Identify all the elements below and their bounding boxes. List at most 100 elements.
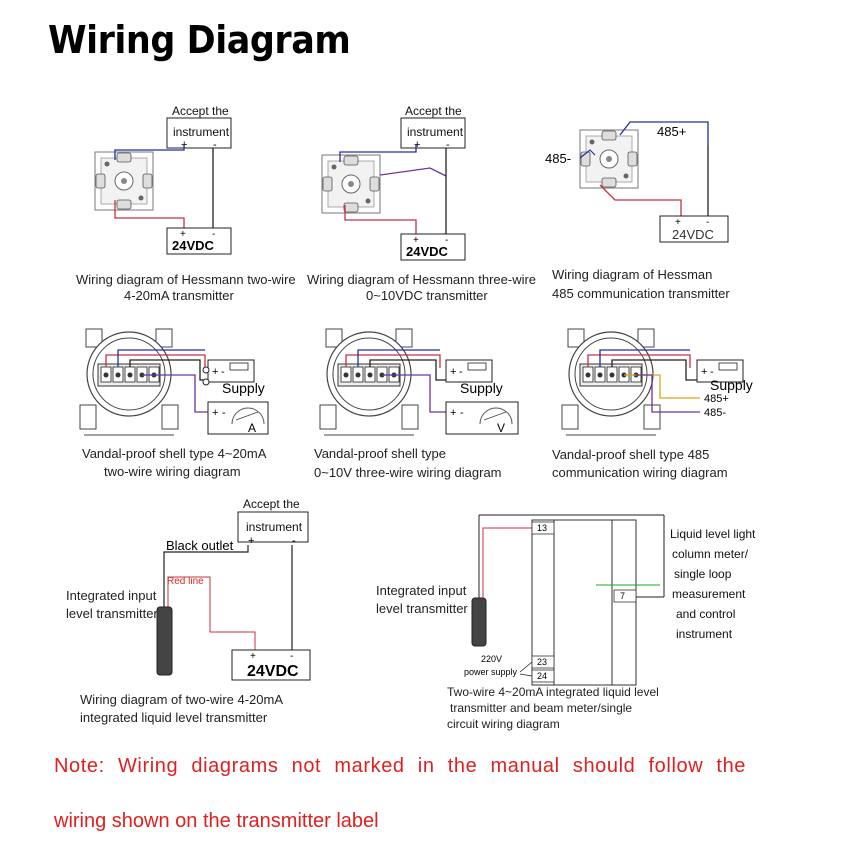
d6-caption-2: communication wiring diagram [552,465,728,480]
d1-box-label-2: instrument [173,125,230,139]
d1-supply-label: 24VDC [172,238,215,253]
d6-supply-label: Supply [710,377,753,393]
d1-caption-1: Wiring diagram of Hessmann two-wire [76,272,296,287]
d6-485m-label: 485- [704,407,726,419]
d7-device-label-1: Integrated input [66,588,157,603]
diagram-two-wire-4-20ma: Accept the instrument + - + - 24VDC Wiri… [76,104,296,303]
d8-meter-label: Liquid level light column meter/ single … [670,527,756,641]
svg-text:and control: and control [676,607,735,621]
diagram-vandal-0-10v: Supply + - V Vandal-proof shell type 0~1… [314,328,519,480]
svg-text:-: - [222,407,226,419]
d1-box-label-1: Accept the [172,104,229,118]
d1-transmitter [94,151,154,211]
d1-minus: - [213,139,217,151]
d1-supply-box [166,227,232,255]
svg-text:Liquid level light: Liquid level light [670,527,756,541]
d4-shell [79,328,179,436]
d5-caption-1: Vandal-proof shell type [314,446,446,461]
svg-text:-: - [212,229,215,240]
svg-text:measurement: measurement [672,587,746,601]
d8-terminal-13: 13 [537,523,547,533]
d3-blue-wire [619,121,709,145]
d8-power-label-2: power supply [464,667,518,677]
diagram-three-wire-0-10vdc: Accept the instrument + - + - 24VDC Wiri… [307,104,536,303]
d5-meter-label: V [497,421,505,435]
d8-meter-terminal [611,519,637,686]
d7-instrument-box [237,511,309,543]
d5-supply-box [445,359,493,383]
d8-device-label-1: Integrated input [376,583,467,598]
diagram-485-communication: 485+ 485- + - 24VDC Wiring diagram of He… [545,121,730,301]
d3-supply-label: 24VDC [672,227,714,242]
d7-supply-box [231,649,311,681]
svg-text:-: - [460,407,464,419]
d2-transmitter [321,154,381,214]
diagram-integrated-two-wire: Accept the instrument + - Black outlet R… [66,497,311,725]
d2-instrument-box [400,117,466,149]
d8-red-wire [482,527,532,598]
svg-text:+: + [212,407,218,419]
d2-caption-2: 0~10VDC transmitter [366,288,488,303]
d2-red-wire [344,205,417,234]
d7-supply-label: 24VDC [247,663,299,680]
svg-text:+: + [180,229,186,240]
d3-caption-1: Wiring diagram of Hessman [552,267,712,282]
svg-text:instrument: instrument [676,627,733,641]
svg-text:+: + [250,651,256,662]
d1-red-wire [114,200,185,228]
d5-voltmeter-box [445,401,519,435]
d8-power-label-1: 220V [481,654,502,664]
svg-text:+: + [450,407,456,419]
d2-box-label-1: Accept the [405,104,462,118]
d6-485p-label: 485+ [704,393,729,405]
d2-blue-wire [339,145,417,162]
d3-caption-2: 485 communication transmitter [552,286,730,301]
d3-supply-box [659,215,729,243]
d4-caption-1: Vandal-proof shell type 4~20mA [82,446,267,461]
d1-blue-wire [114,145,185,160]
diagram-vandal-4-20ma: Supply + - A Vandal-proof shell type 4~2… [79,328,269,479]
d3-plus: + [675,217,681,228]
d2-caption-1: Wiring diagram of Hessmann three-wire [307,272,536,287]
d7-caption-1: Wiring diagram of two-wire 4-20mA [80,692,283,707]
d4-caption-2: two-wire wiring diagram [104,464,241,479]
diagram-vandal-485: Supply 485+ 485- Vandal-proof shell type… [552,328,753,480]
d2-supply-label: 24VDC [406,244,449,259]
note-line-1: Note: Wiring diagrams not marked in the … [54,755,747,777]
d3-minus: - [706,217,709,228]
d1-caption-2: 4-20mA transmitter [124,288,234,303]
d3-485m-wire [579,149,596,159]
d6-shell [561,328,661,436]
d7-box-label-2: instrument [246,520,303,534]
d7-black-outlet: Black outlet [166,538,234,553]
d3-transmitter [579,129,639,189]
d7-box-label-1: Accept the [243,497,300,511]
d5-caption-2: 0~10V three-wire wiring diagram [314,465,502,480]
d7-red-wire [167,576,256,650]
d8-level-probe [471,597,487,647]
d7-plus: + [248,535,254,547]
d8-caption-3: circuit wiring diagram [447,717,560,731]
d7-black-wire [163,545,249,607]
svg-text:+: + [413,235,419,246]
d8-terminal-23: 23 [537,657,547,667]
d8-caption-1: Two-wire 4~20mA integrated liquid level [447,685,659,699]
note-line-2: wiring shown on the transmitter label [54,810,379,832]
d6-caption-1: Vandal-proof shell type 485 [552,447,709,462]
d8-caption-2: transmitter and beam meter/single [450,701,632,715]
d7-red-line-label: Red line [167,576,204,587]
diagram-integrated-beam-meter: Integrated input level transmitter 13 23… [376,514,756,731]
d2-minus: - [446,139,450,151]
d5-supply-label: Supply [460,380,503,396]
d5-shell [319,328,419,436]
d2-plus: + [414,139,420,151]
d8-terminal-7: 7 [620,591,625,601]
d4-supply-label: Supply [222,380,265,396]
page-title: Wiring Diagram [48,18,351,62]
d4-ammeter-box [207,401,269,435]
d3-485m-label: 485- [545,151,571,166]
d7-level-probe [156,606,173,676]
d3-red-wire [599,184,682,216]
d4-supply-box [207,359,255,383]
